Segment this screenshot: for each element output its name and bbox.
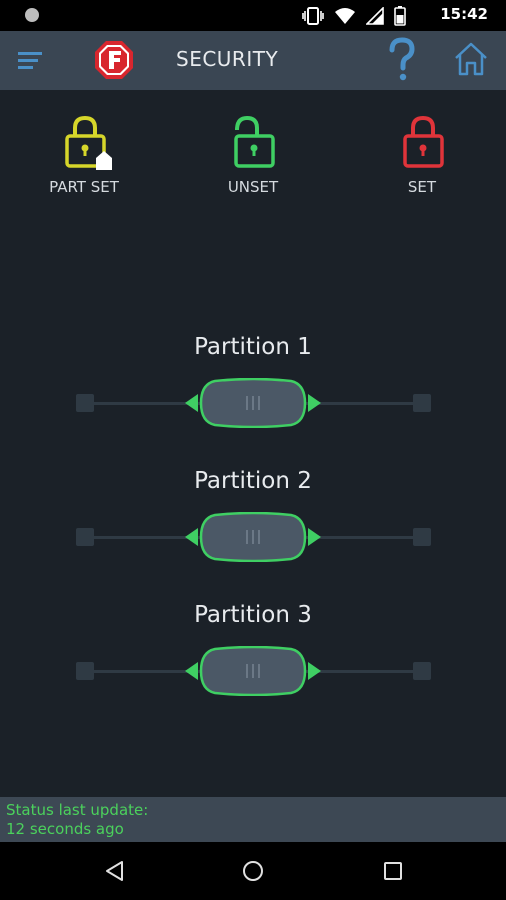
partition-2: Partition 2 [0,468,506,568]
wifi-icon [335,8,355,24]
status-update-time: 12 seconds ago [6,820,124,838]
slider-stop-right[interactable] [413,394,431,412]
slider-stop-right[interactable] [413,662,431,680]
padlock-home-icon [65,115,112,170]
menu-icon[interactable] [18,51,44,71]
slider-stop-left[interactable] [76,394,94,412]
clock: 15:42 [440,5,488,23]
back-icon[interactable] [103,859,127,883]
set-button[interactable]: SET [362,112,482,196]
partition-slider-handle[interactable] [185,646,321,696]
partition-name: Partition 1 [194,334,312,360]
status-icons [302,6,406,26]
vibrate-icon [302,7,324,25]
slider-stop-left[interactable] [76,528,94,546]
set-label: SET [407,178,437,196]
recent-apps-icon[interactable] [382,860,404,882]
padlock-open-icon [234,115,275,168]
status-update-label: Status last update: [6,801,149,819]
nav-home-icon[interactable] [241,859,265,883]
partition-slider-handle[interactable] [185,378,321,428]
status-footer: Status last update: 12 seconds ago [0,797,506,842]
unset-label: UNSET [227,178,279,196]
partition-name: Partition 3 [194,602,312,628]
padlock-closed-icon [403,115,444,168]
partition-1: Partition 1 [0,334,506,434]
help-icon[interactable] [386,37,418,83]
part-set-label: PART SET [49,178,119,196]
system-status-bar: 15:42 [0,0,506,31]
partition-slider-handle[interactable] [185,512,321,562]
battery-icon [394,6,406,26]
home-icon[interactable] [453,41,489,77]
page-title: SECURITY [176,47,279,71]
slider-stop-left[interactable] [76,662,94,680]
brand-logo-icon [95,41,133,79]
unset-button[interactable]: UNSET [193,112,313,196]
notification-dot-icon [25,8,39,22]
partition-3: Partition 3 [0,602,506,702]
slider-stop-right[interactable] [413,528,431,546]
app-bar: SECURITY [0,31,506,90]
signal-icon [366,7,384,25]
part-set-button[interactable]: PART SET [24,112,144,196]
system-nav-bar [0,842,506,900]
partition-name: Partition 2 [194,468,312,494]
